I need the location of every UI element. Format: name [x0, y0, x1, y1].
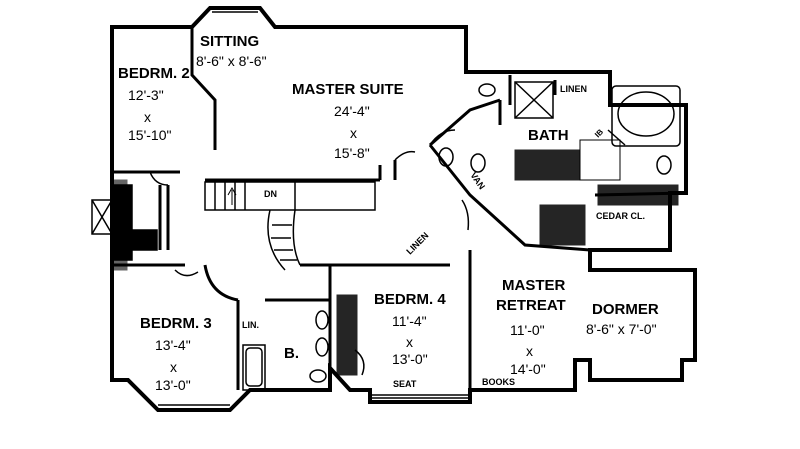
linen-bath-label: LINEN — [560, 84, 587, 94]
sitting-label: SITTING — [200, 33, 260, 50]
master-suite-x: x — [350, 125, 357, 141]
dn-label: DN — [264, 189, 277, 199]
windows — [158, 11, 468, 406]
bedrm3-x: x — [170, 359, 177, 375]
ib-label: IB — [593, 127, 605, 139]
bedrm4-dim-h: 13'-0" — [392, 351, 428, 367]
dormer-label: DORMER — [592, 301, 659, 318]
staircase — [204, 181, 376, 271]
master-suite-label: MASTER SUITE — [292, 81, 404, 98]
seat-label: SEAT — [393, 379, 417, 389]
master-retreat-dim-w: 11'-0" — [510, 322, 545, 338]
bedrm2-label: BEDRM. 2 — [118, 65, 190, 82]
exterior-walls — [110, 6, 697, 412]
bedrm3-label: BEDRM. 3 — [140, 315, 212, 332]
door-swings — [149, 129, 470, 376]
lin-label: LIN. — [242, 320, 259, 330]
bedrm4-dim-w: 11'-4" — [392, 313, 427, 329]
bedrm4-x: x — [406, 334, 413, 350]
sitting-dim: 8'-6" x 8'-6" — [196, 53, 267, 69]
cedar-closet-label: CEDAR CL. — [596, 211, 645, 221]
master-suite-dim-h: 15'-8" — [334, 145, 370, 161]
master-retreat-x: x — [526, 343, 533, 359]
linen-hall-label: LINEN — [404, 230, 430, 256]
hall-bath-label: B. — [284, 345, 299, 362]
bedrm3-dim-h: 13'-0" — [155, 377, 191, 393]
master-retreat-label-1: MASTER — [502, 277, 566, 294]
master-suite-dim-w: 24'-4" — [334, 103, 370, 119]
bedrm4-label: BEDRM. 4 — [374, 291, 446, 308]
shower — [514, 81, 554, 119]
bedrm2-dim-w: 12'-3" — [128, 87, 164, 103]
bedrm3-dim-w: 13'-4" — [155, 337, 191, 353]
bath-label: BATH — [528, 127, 569, 144]
books-label: BOOKS — [482, 377, 516, 387]
fixtures — [242, 83, 672, 391]
bedrm2-x: x — [144, 109, 151, 125]
bedrm2-dim-h: 15'-10" — [128, 127, 172, 143]
hatched-counters — [111, 139, 679, 376]
van-label: VAN — [468, 170, 487, 191]
bathtub — [607, 85, 681, 147]
dormer-dim: 8'-6" x 7'-0" — [586, 321, 657, 337]
master-retreat-label-2: RETREAT — [496, 297, 566, 314]
master-retreat-dim-h: 14'-0" — [510, 361, 546, 377]
